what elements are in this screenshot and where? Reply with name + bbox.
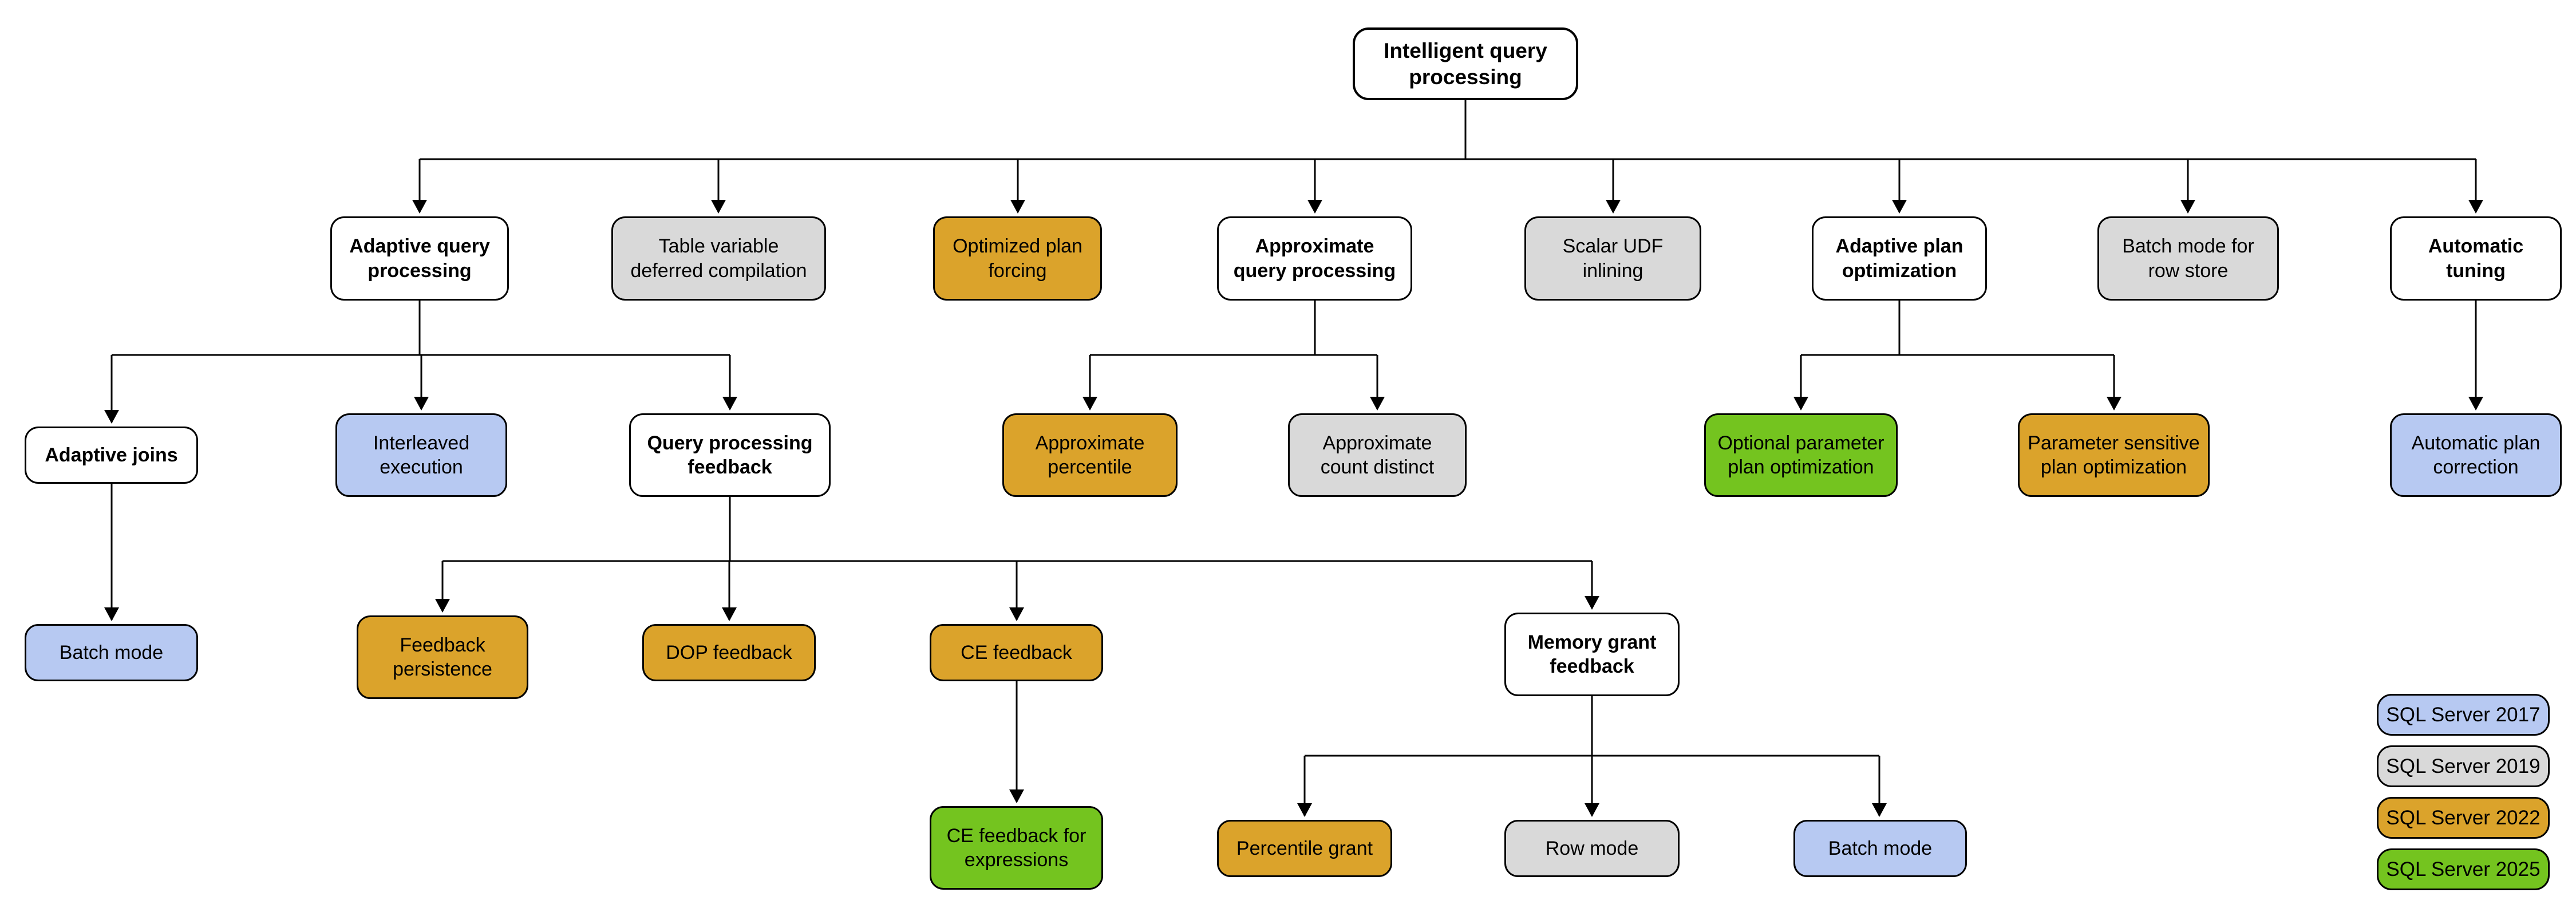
legend-sql-server-2017: SQL Server 2017 <box>2377 694 2550 736</box>
node-parameter-sensitive-plan-optimization: Parameter sensitive plan optimization <box>2018 413 2210 497</box>
edges-adaptive-plan-optimization <box>1793 301 2121 410</box>
node-row-mode: Row mode <box>1504 820 1680 877</box>
node-interleaved-execution: Interleaved execution <box>335 413 507 497</box>
node-memory-grant-feedback: Memory grant feedback <box>1504 613 1680 696</box>
node-optional-parameter-plan-optimization: Optional parameter plan optimization <box>1704 413 1898 497</box>
node-approximate-query-processing: Approximate query processing <box>1217 216 1412 301</box>
node-adaptive-joins: Adaptive joins <box>25 427 198 484</box>
node-ce-feedback: CE feedback <box>930 624 1103 681</box>
node-adaptive-plan-optimization: Adaptive plan optimization <box>1812 216 1987 301</box>
edges-root-to-level2 <box>412 100 2483 214</box>
node-dop-feedback: DOP feedback <box>642 624 816 681</box>
legend-sql-server-2025: SQL Server 2025 <box>2377 848 2550 890</box>
node-approximate-percentile: Approximate percentile <box>1002 413 1178 497</box>
edges-adaptive-query-processing <box>104 301 737 424</box>
edges-memory-grant-feedback <box>1297 696 1887 817</box>
edges-approximate-query-processing <box>1082 301 1385 410</box>
node-automatic-plan-correction: Automatic plan correction <box>2390 413 2562 497</box>
node-adaptive-query-processing: Adaptive query processing <box>330 216 509 301</box>
node-scalar-udf-inlining: Scalar UDF inlining <box>1524 216 1701 301</box>
node-ce-feedback-for-expressions: CE feedback for expressions <box>930 806 1103 890</box>
node-optimized-plan-forcing: Optimized plan forcing <box>933 216 1102 301</box>
node-query-processing-feedback: Query processing feedback <box>629 413 831 497</box>
legend-sql-server-2019: SQL Server 2019 <box>2377 745 2550 787</box>
legend-sql-server-2022: SQL Server 2022 <box>2377 797 2550 839</box>
node-batch-mode-memory-grant: Batch mode <box>1793 820 1967 877</box>
node-approximate-count-distinct: Approximate count distinct <box>1288 413 1467 497</box>
node-batch-mode-for-row-store: Batch mode for row store <box>2097 216 2279 301</box>
node-batch-mode-adaptive-joins: Batch mode <box>25 624 198 681</box>
edges-query-processing-feedback <box>435 497 1599 621</box>
node-percentile-grant: Percentile grant <box>1217 820 1392 877</box>
node-intelligent-query-processing: Intelligent query processing <box>1353 27 1578 100</box>
node-feedback-persistence: Feedback persistence <box>357 615 528 699</box>
node-table-variable-deferred-compilation: Table variable deferred compilation <box>611 216 826 301</box>
node-automatic-tuning: Automatic tuning <box>2390 216 2562 301</box>
